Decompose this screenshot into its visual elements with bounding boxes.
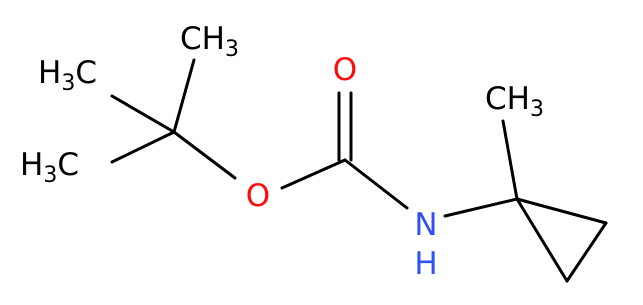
bond-oxygen-carbonyl-c <box>280 158 347 190</box>
bond-carbonyl-c-nitrogen <box>343 158 409 210</box>
bond-cq-oxygen <box>172 130 237 180</box>
h3c-lower-left-label: H3C <box>20 147 79 188</box>
oxygen-carbonyl-label: O <box>333 52 357 88</box>
bond-nitrogen-cyclopropyl <box>443 197 519 218</box>
bond-ring-1 <box>515 197 608 225</box>
bond-cq-ch3-top <box>172 58 196 134</box>
bond-cq-h3c-lower <box>110 130 176 164</box>
oxygen-ether-label: O <box>246 178 270 214</box>
bond-cq-h3c-upper <box>110 94 176 134</box>
atom-labels: CH3 H3C H3C O O N H CH3 <box>20 21 544 282</box>
h3c-upper-left-label: H3C <box>38 55 97 96</box>
bond-group <box>110 58 608 283</box>
ch3-right-label: CH3 <box>485 81 544 122</box>
bond-ring-3 <box>515 197 569 283</box>
nitrogen-hydrogen-label: H <box>414 246 437 282</box>
bond-cyclopropyl-ch3 <box>501 119 519 201</box>
nitrogen-label: N <box>414 207 437 243</box>
bond-ring-2 <box>565 221 608 283</box>
ch3-top-label: CH3 <box>180 21 239 62</box>
